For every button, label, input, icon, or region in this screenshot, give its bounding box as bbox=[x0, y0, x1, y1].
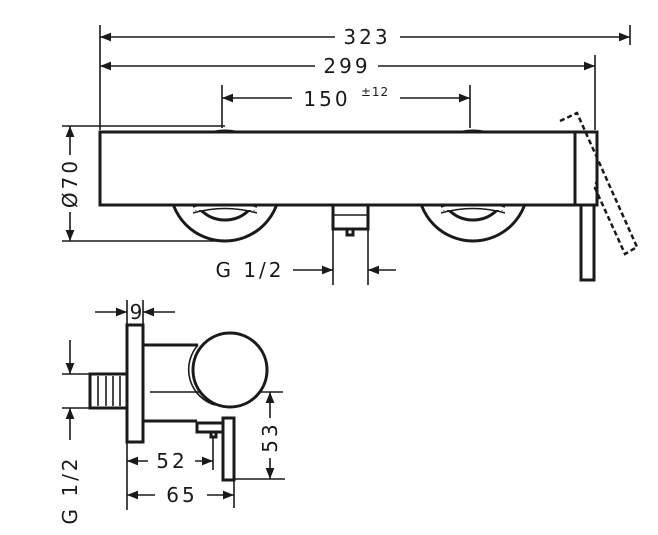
dimension-label: 150 bbox=[303, 87, 350, 111]
dimension-150: 150 ±12 bbox=[222, 85, 470, 111]
dimension-323: 323 bbox=[100, 25, 630, 49]
dimension-label: G 1/2 bbox=[58, 455, 82, 524]
dimension-label: 53 bbox=[258, 421, 282, 452]
dimension-plate-thickness: 9 bbox=[95, 300, 175, 325]
wall-plate bbox=[125, 323, 145, 444]
dimension-label: G 1/2 bbox=[215, 258, 284, 282]
dimension-outlet-thread: G 1/2 bbox=[215, 230, 396, 285]
outlet bbox=[331, 203, 370, 231]
dimension-label: Ø70 bbox=[58, 158, 82, 208]
dimension-diameter: Ø70 bbox=[58, 125, 82, 241]
outlet-nub bbox=[345, 227, 355, 237]
tolerance-label: ±12 bbox=[361, 85, 389, 99]
dimension-53: 53 bbox=[234, 392, 285, 480]
dimension-inlet-thread: G 1/2 bbox=[58, 340, 90, 525]
dimension-label: 299 bbox=[323, 54, 370, 78]
dimension-label: 52 bbox=[156, 449, 187, 473]
dimension-65: 65 bbox=[126, 480, 235, 508]
lever-handle bbox=[579, 203, 596, 282]
inlet-thread bbox=[88, 372, 129, 410]
mixer-body-round bbox=[191, 331, 269, 409]
end-cap bbox=[573, 130, 599, 207]
dimension-label: 65 bbox=[166, 483, 197, 507]
dimension-label: 323 bbox=[343, 25, 390, 49]
dimension-299: 299 bbox=[100, 54, 595, 78]
top-view: 323 299 150 ±12 bbox=[58, 25, 639, 285]
side-view: 9 G 1/2 bbox=[58, 300, 285, 525]
dimension-label: 9 bbox=[130, 300, 143, 324]
mixer-body bbox=[98, 130, 577, 207]
lever-swing-outline bbox=[559, 111, 639, 256]
lever-handle bbox=[221, 416, 236, 482]
outlet-nub bbox=[209, 430, 218, 439]
